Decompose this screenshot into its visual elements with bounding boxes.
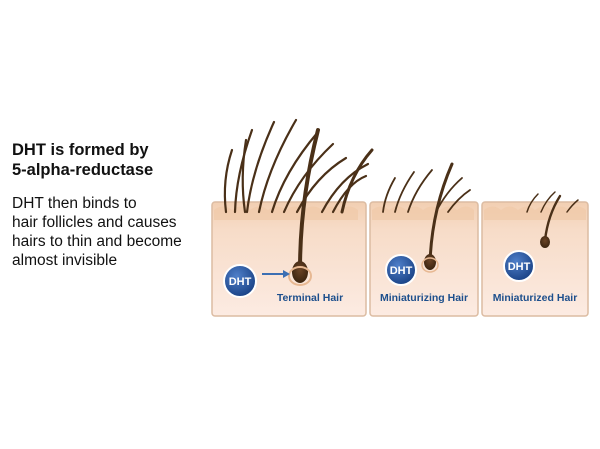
dht-badge-1 xyxy=(223,264,257,298)
headline-line-2: 5-alpha-reductase xyxy=(12,161,154,179)
skin-panel-2 xyxy=(369,201,479,317)
body-line-3: hairs to thin and become xyxy=(12,233,182,250)
miniaturizing-hair-shaft xyxy=(428,162,454,264)
body-line-2: hair follicles and causes xyxy=(12,214,177,231)
headline-line-1: DHT is formed by xyxy=(12,141,149,159)
arrow-icon xyxy=(262,270,290,278)
panel-miniaturized-hair: DHT Miniaturized Hair xyxy=(481,191,589,317)
hair-strand-long xyxy=(340,148,374,214)
panel-label-3: Miniaturized Hair xyxy=(493,292,578,304)
panel-label-2: Miniaturizing Hair xyxy=(380,292,468,304)
dht-badge-3-label: DHT xyxy=(508,261,531,273)
hair-bulb-3 xyxy=(540,236,550,248)
follicle-1 xyxy=(288,266,312,286)
body-line-4: almost invisible xyxy=(12,252,118,269)
dht-badge-3 xyxy=(503,250,535,282)
text-block: DHT is formed by 5-alpha-reductase DHT t… xyxy=(12,140,217,270)
dht-badge-2 xyxy=(385,254,417,286)
miniaturized-hair-shaft xyxy=(543,194,562,242)
hair-bulb-2 xyxy=(424,254,436,270)
skin-surface-3 xyxy=(484,206,586,220)
terminal-hair-shaft xyxy=(298,128,320,272)
follicle-2 xyxy=(421,257,439,273)
panel-miniaturizing-hair: DHT Miniaturizing Hair xyxy=(369,162,479,317)
skin-panel-3 xyxy=(481,201,589,317)
hair-strands-3 xyxy=(526,191,579,213)
hair-bulb-1 xyxy=(292,261,308,283)
body-line-1: DHT then binds to xyxy=(12,195,137,212)
dht-badge-2-label: DHT xyxy=(390,265,413,277)
skin-surface-1 xyxy=(214,206,358,220)
panel-label-1: Terminal Hair xyxy=(277,292,343,304)
dht-badge-1-label: DHT xyxy=(229,276,252,288)
panel-terminal-hair: DHT Terminal Hair xyxy=(211,118,374,317)
body-text: DHT then binds to hair follicles and cau… xyxy=(12,194,217,270)
headline: DHT is formed by 5-alpha-reductase xyxy=(12,140,217,180)
